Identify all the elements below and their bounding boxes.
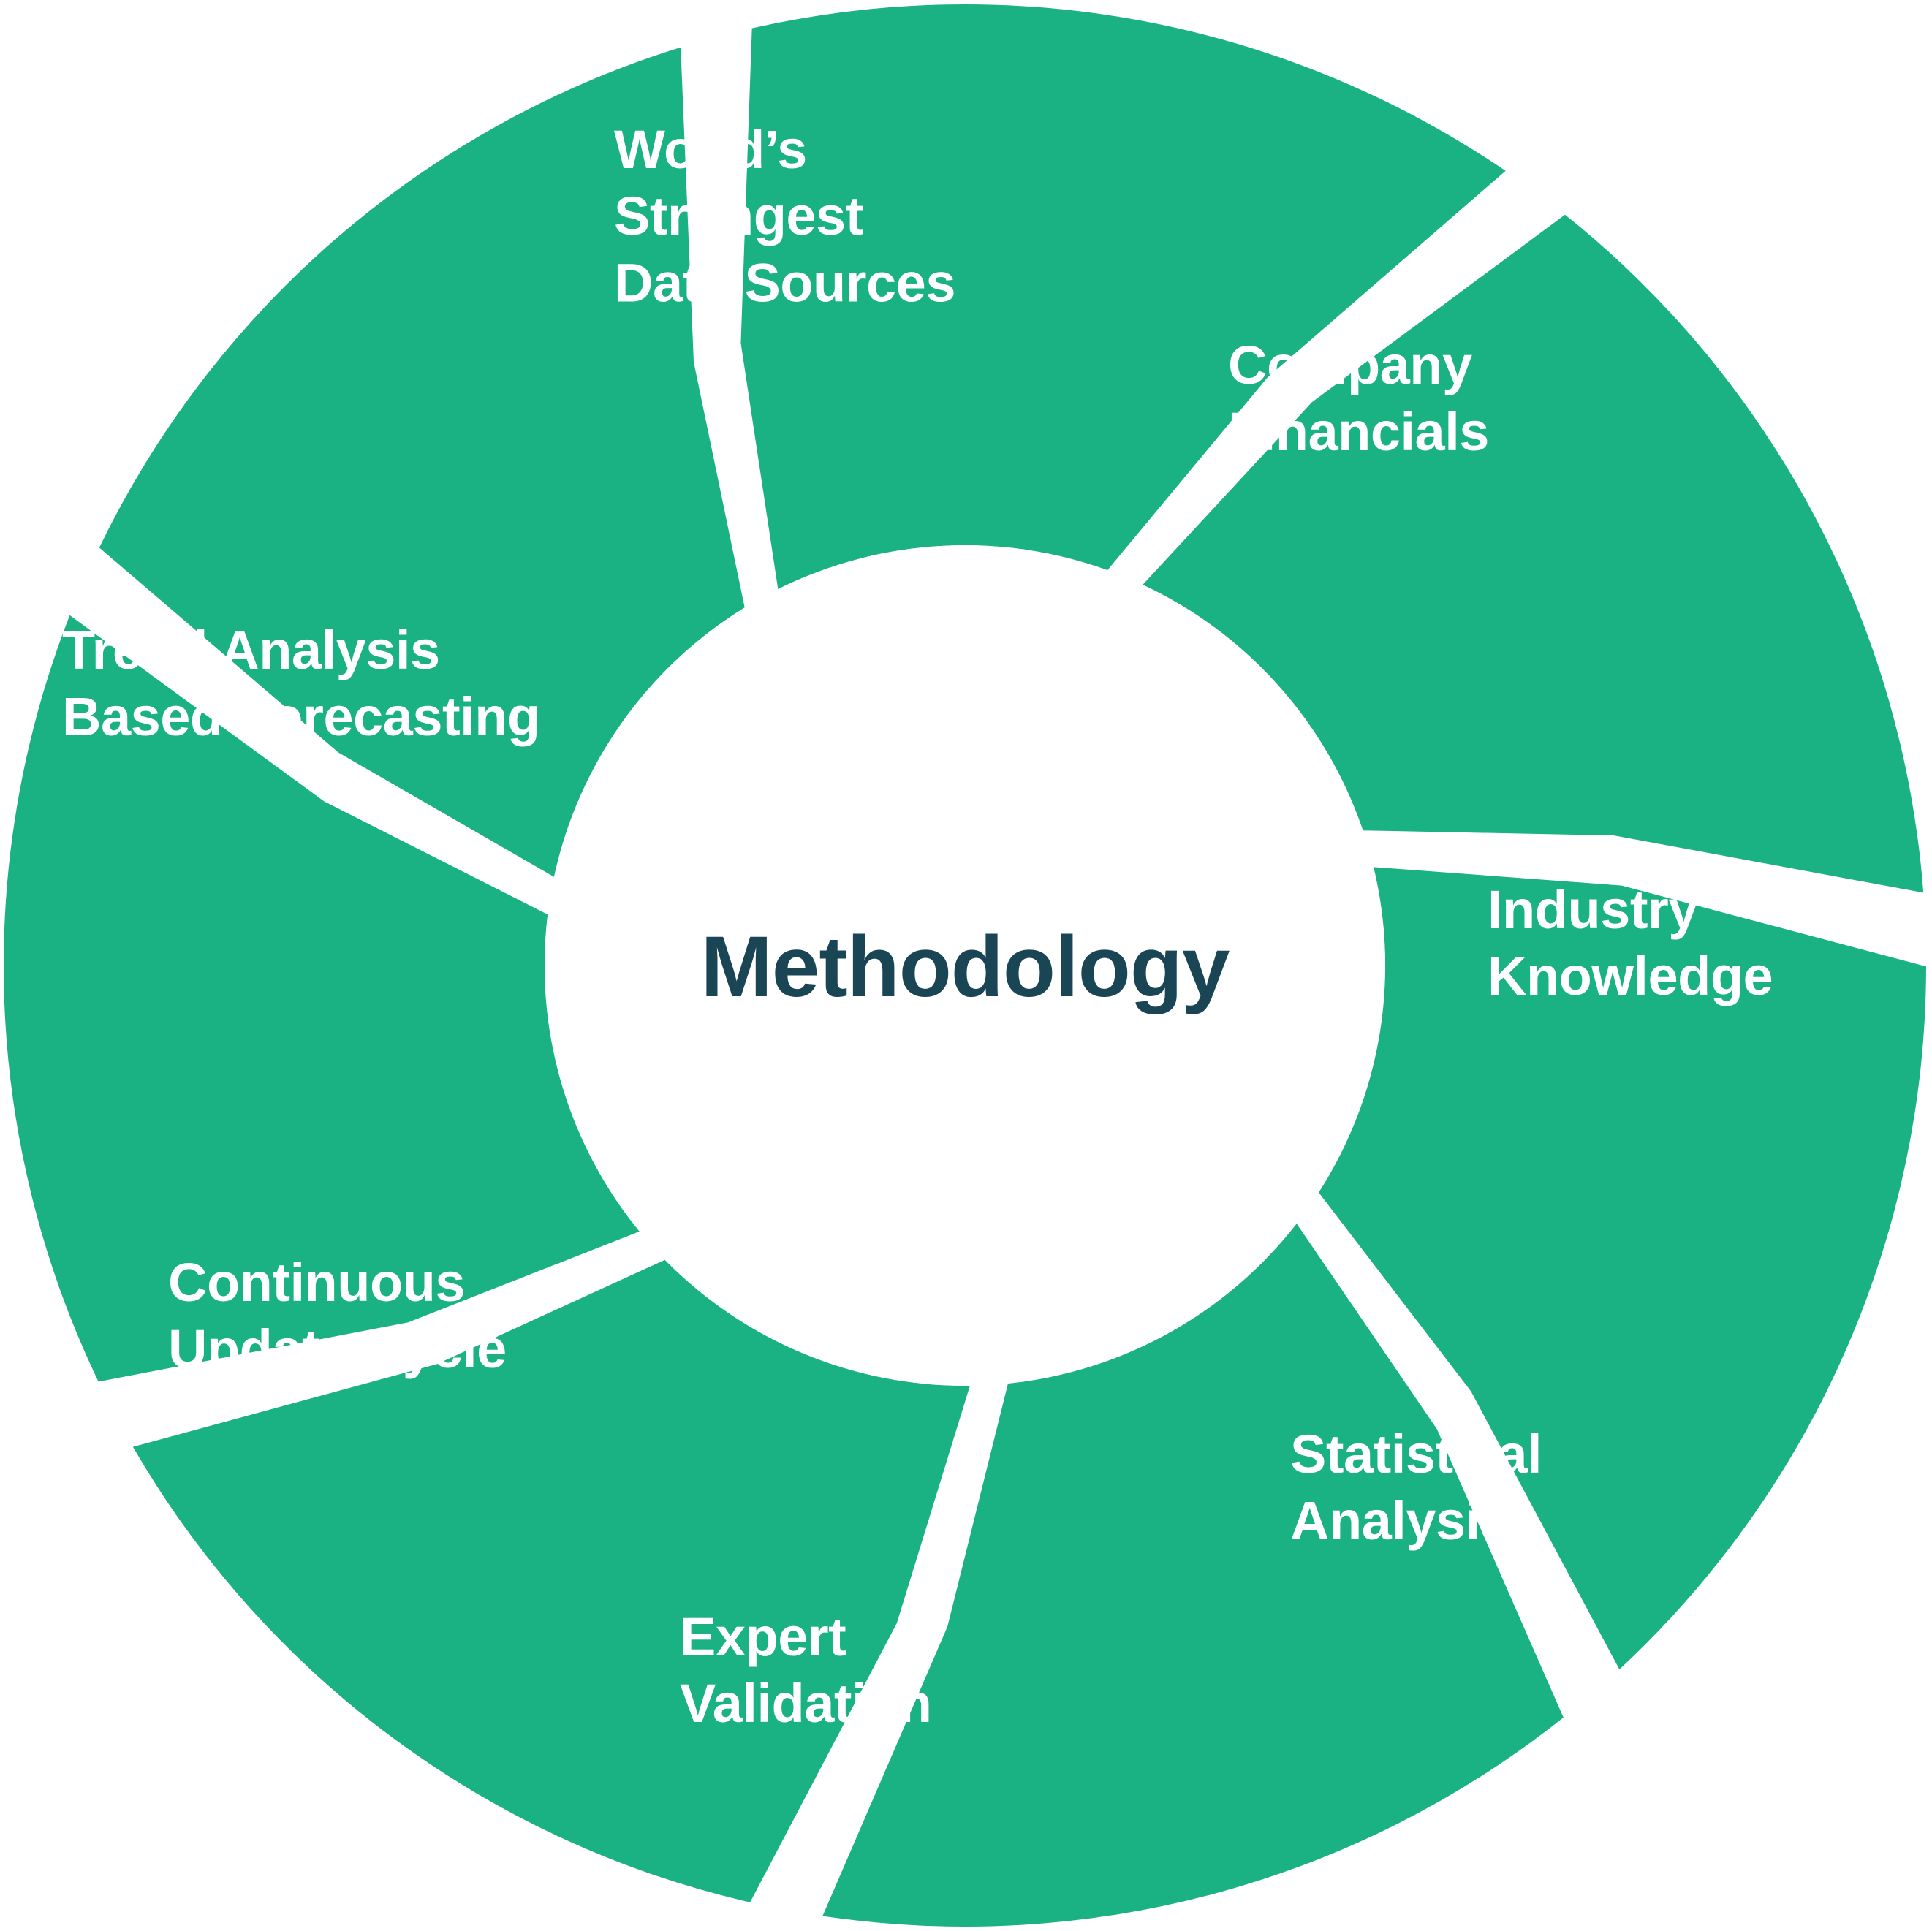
center-hub-circle xyxy=(545,545,1385,1386)
center-label: Methodology xyxy=(700,919,1229,1015)
segment-label-line: Company xyxy=(1228,335,1472,395)
segments-group xyxy=(3,4,1926,1927)
wheel-segment-worlds-strongest-data-sources[interactable] xyxy=(740,4,1506,589)
segment-label-line: Validation xyxy=(680,1673,932,1734)
wheel-segment-statistical-analysis[interactable] xyxy=(822,1224,1564,1927)
wheel-segment-company-financials[interactable] xyxy=(1143,214,1924,893)
segment-label-line: Knowledge xyxy=(1488,946,1773,1006)
segment-label-line: Trend Analysis xyxy=(62,620,440,680)
segment-label-line: Continuous xyxy=(168,1252,465,1313)
segment-label-line: Strongest xyxy=(614,186,863,246)
segment-label-line: Data Sources xyxy=(614,252,955,313)
segment-label-line: Industry xyxy=(1488,879,1698,940)
segment-label-line: World’s xyxy=(614,119,807,180)
wheel-segment-continuous-update-cycle[interactable] xyxy=(3,615,640,1382)
wheel-segment-trend-analysis-based-forecasting[interactable] xyxy=(99,47,745,877)
segment-label-line: Based Forecasting xyxy=(62,686,540,747)
segment-label-line: Financials xyxy=(1228,401,1489,462)
segment-label-line: Update Cycle xyxy=(168,1319,507,1379)
wheel-segment-industry-knowledge[interactable] xyxy=(1318,867,1926,1670)
wheel-segment-expert-validation[interactable] xyxy=(132,1259,970,1902)
segment-label-line: Analysis xyxy=(1290,1490,1509,1551)
segment-label-line: Expert xyxy=(680,1606,846,1667)
segment-label-line: Statistical xyxy=(1290,1424,1542,1484)
